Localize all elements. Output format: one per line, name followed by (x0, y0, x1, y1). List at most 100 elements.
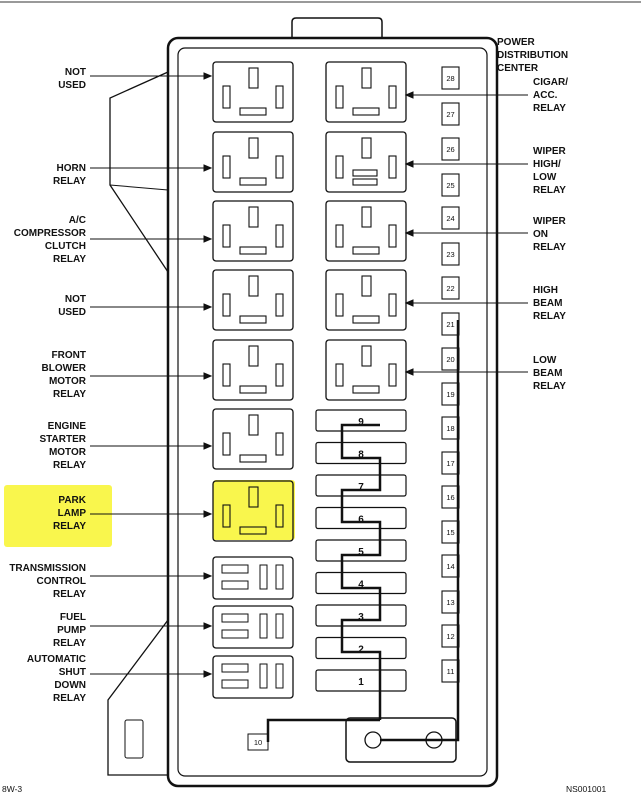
housing-inner (177, 47, 488, 777)
fuse-5: 5 (315, 539, 407, 562)
fuse-9: 9 (315, 409, 407, 432)
fuse-7: 7 (315, 474, 407, 497)
fuse-number: 4 (358, 580, 364, 591)
svg-text:11: 11 (447, 667, 455, 676)
fuse-3: 3 (315, 604, 407, 627)
leader-left-5 (90, 372, 213, 380)
relay-ac-compressor-clutch (212, 200, 294, 262)
leader-right-4 (404, 299, 528, 307)
park-lamp-relay-highlight (213, 480, 295, 540)
label-cigar-acc-relay: CIGAR/ACC.RELAY (533, 77, 568, 114)
slot-23: 23 (441, 242, 460, 266)
slot-10-box (247, 733, 269, 751)
svg-text:13: 13 (446, 598, 454, 607)
housing-outer (166, 36, 499, 788)
slot-12: 12 (441, 624, 460, 648)
slot-25: 25 (441, 173, 460, 197)
fuse-number: 1 (358, 677, 364, 688)
leader-left-3 (90, 235, 213, 243)
leader-right-1 (404, 91, 528, 99)
slot-17: 17 (441, 451, 460, 475)
stud-block (345, 717, 457, 763)
fuse-number: 3 (358, 612, 364, 623)
fuse-number: 9 (358, 417, 364, 428)
slot-14: 14 (441, 554, 460, 578)
slot-10-number: 10 (254, 738, 262, 747)
slot-13: 13 (441, 590, 460, 614)
relay-wiper-high-low (325, 131, 407, 193)
slot-27: 27 (441, 102, 460, 126)
fuse-1: 1 (315, 669, 407, 692)
svg-text:18: 18 (446, 424, 454, 433)
leader-left-7 (90, 510, 213, 518)
leader-left-6 (90, 442, 213, 450)
slot-28: 28 (441, 66, 460, 90)
fuse-number: 5 (358, 547, 364, 558)
leader-left-1 (90, 72, 213, 80)
leader-left-9 (90, 622, 213, 630)
fuse-6: 6 (315, 506, 407, 530)
park-lamp-label-highlight (4, 485, 112, 547)
svg-text:25: 25 (446, 181, 454, 190)
fuse-number: 8 (358, 450, 364, 461)
leader-right-2 (404, 160, 528, 168)
footer-left-code: 8W-3 (2, 784, 23, 794)
relay-not-used-1 (212, 61, 294, 123)
leader-right-5 (404, 368, 528, 376)
svg-text:20: 20 (446, 355, 454, 364)
stud-left (364, 731, 382, 749)
footer-right-code: NS001001 (566, 784, 607, 794)
fuse-number: 6 (358, 515, 364, 526)
slot-18: 18 (441, 416, 460, 440)
svg-text:24: 24 (446, 214, 454, 223)
relay-low-beam (325, 339, 407, 401)
svg-text:28: 28 (446, 74, 454, 83)
relay-park-lamp (212, 480, 294, 542)
relay-wiper-on (325, 200, 407, 262)
slot-11: 11 (441, 659, 460, 683)
svg-text:16: 16 (446, 493, 454, 502)
stud-right (425, 731, 443, 749)
slot-24: 24 (441, 206, 460, 230)
svg-text:23: 23 (446, 250, 454, 259)
fuse-8: 8 (315, 441, 407, 465)
fuse-number: 2 (358, 645, 364, 656)
svg-text:19: 19 (446, 390, 454, 399)
relay-high-beam (325, 269, 407, 331)
slot-16: 16 (441, 485, 460, 509)
fuse-number: 7 (358, 482, 364, 493)
svg-text:22: 22 (446, 284, 454, 293)
relay-engine-starter-motor (212, 408, 294, 470)
svg-text:26: 26 (446, 145, 454, 154)
power-distribution-center-title: POWER DISTRIBUTION CENTER (497, 37, 569, 74)
relay-not-used-2 (212, 269, 294, 331)
svg-text:21: 21 (446, 320, 454, 329)
leader-left-8 (90, 572, 213, 580)
fuse-4: 4 (315, 571, 407, 595)
slot-21: 21 (441, 312, 460, 336)
leader-left-2 (90, 164, 213, 172)
svg-text:17: 17 (446, 459, 454, 468)
svg-text:14: 14 (446, 562, 454, 571)
slot-15: 15 (441, 520, 460, 544)
leader-left-4 (90, 303, 213, 311)
fuse-2: 2 (315, 636, 407, 660)
slot-19: 19 (441, 382, 460, 406)
relay-automatic-shut-down (212, 655, 294, 699)
leader-left-10 (90, 670, 213, 678)
